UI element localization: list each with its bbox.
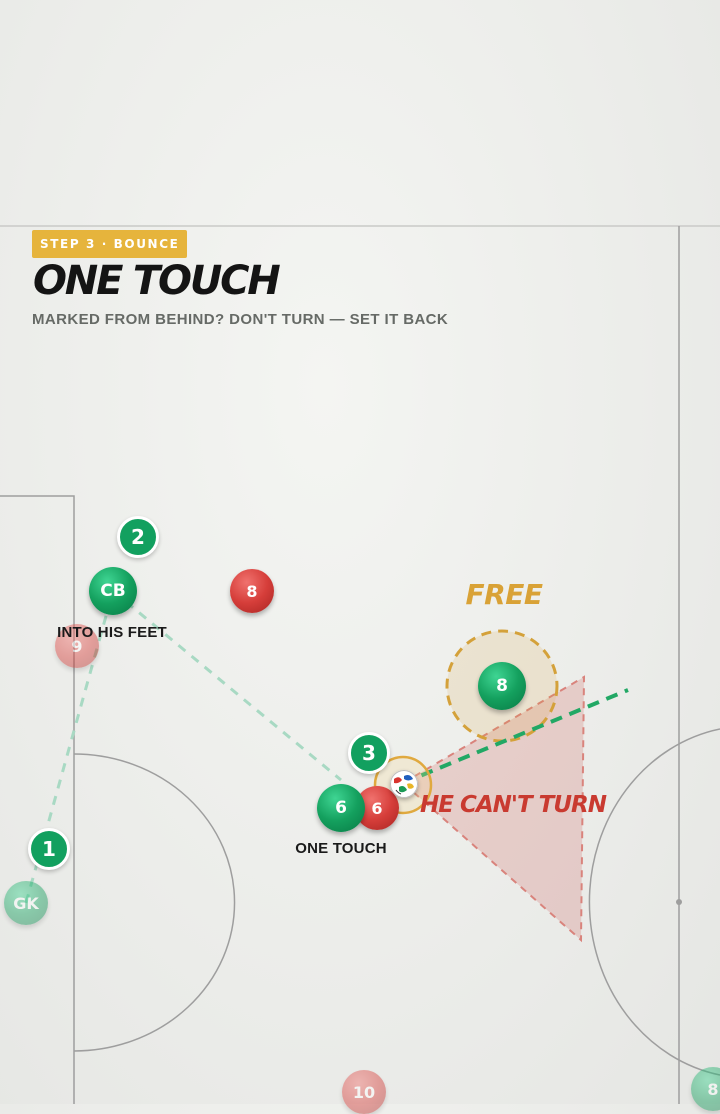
opponent-mid-number: 8 — [246, 581, 258, 601]
opponent-marker-number: 6 — [371, 798, 383, 818]
opponent-striker-number: 9 — [71, 636, 83, 656]
player-cm[interactable]: 6 — [317, 784, 365, 832]
player-cb-label: CB — [100, 581, 126, 601]
label-cant-turn: HE CAN'T TURN — [420, 792, 607, 818]
player-cb[interactable]: CB — [89, 567, 137, 615]
penalty-arc-left — [73, 753, 236, 1052]
center-circle-right — [588, 728, 720, 1076]
step-marker-3: 3 — [348, 732, 390, 774]
player-edge-number: 8 — [707, 1079, 719, 1099]
page-subtitle: MARKED FROM BEHIND? DON'T TURN — SET IT … — [32, 311, 449, 328]
step-marker-1: 1 — [28, 828, 70, 870]
opponent-attacker[interactable]: 10 — [342, 1070, 386, 1114]
page-title: ONE TOUCH — [33, 258, 281, 304]
pass-line-cb-cm — [112, 589, 342, 782]
penalty-box-left — [0, 495, 75, 1104]
label-into-feet: INTO HIS FEET — [57, 624, 167, 641]
center-spot — [676, 899, 682, 905]
ball-graphic — [390, 770, 418, 798]
player-gk-label: GK — [13, 893, 39, 913]
opponent-striker[interactable]: 9 — [55, 624, 99, 668]
step-badge: STEP 3 · BOUNCE — [32, 230, 188, 258]
step-marker-2-number: 2 — [131, 525, 145, 549]
pressure-zone — [401, 675, 586, 943]
label-free: FREE — [465, 578, 543, 611]
step-marker-3-number: 3 — [362, 741, 376, 765]
player-free-mid-number: 8 — [496, 676, 508, 696]
label-one-touch: ONE TOUCH — [295, 840, 387, 857]
player-gk[interactable]: GK — [4, 881, 48, 925]
step-marker-2: 2 — [117, 516, 159, 558]
player-cm-number: 6 — [335, 798, 347, 818]
player-free-mid[interactable]: 8 — [478, 662, 526, 710]
step-marker-1-number: 1 — [42, 837, 56, 861]
pass-line-set-back — [402, 688, 629, 785]
opponent-mid[interactable]: 8 — [230, 569, 274, 613]
opponent-attacker-number: 10 — [352, 1082, 376, 1102]
soccer-ball-icon[interactable] — [390, 770, 418, 798]
